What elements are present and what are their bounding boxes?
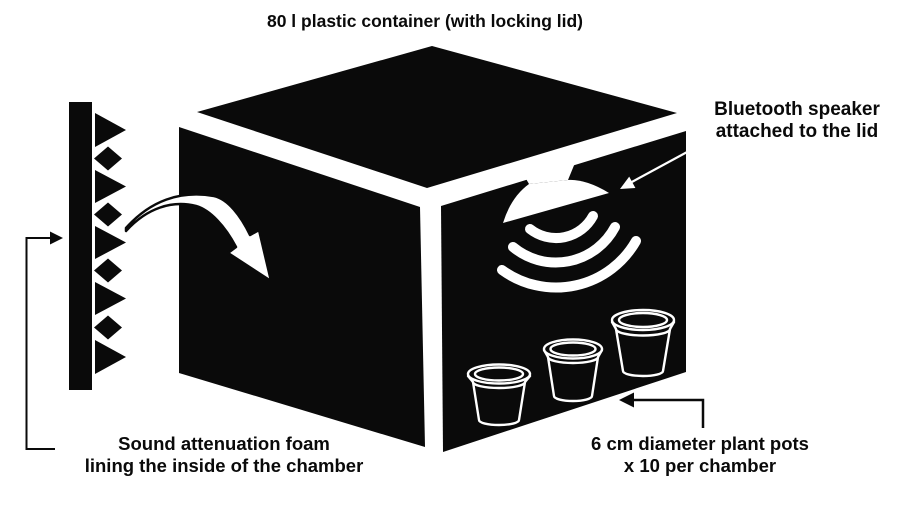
speaker-label-line1: Bluetooth speaker (714, 99, 880, 120)
speaker-label-line2: attached to the lid (715, 121, 879, 142)
diagram-title: 80 l plastic container (with locking lid… (267, 10, 583, 32)
speaker-mount-flange (517, 158, 577, 184)
foam-wedge (95, 226, 126, 259)
arrowhead-icon (50, 231, 63, 245)
foam-leader-arrow (25, 231, 63, 450)
foam-wedge (95, 113, 126, 147)
speaker-label: Bluetooth speaker attached to the lid (714, 99, 880, 143)
sound-wave-arc (508, 222, 620, 268)
foam-label-line2: lining the inside of the chamber (84, 455, 364, 476)
plant-pot (542, 338, 604, 403)
foam-diamond (94, 146, 122, 171)
container-lid (197, 46, 677, 188)
foam-label: Sound attenuation foam lining the inside… (85, 433, 364, 477)
plant-pot (466, 363, 532, 427)
insertion-arrow (124, 193, 273, 283)
plant-pots (466, 308, 676, 427)
sound-wave-arc (497, 236, 641, 293)
container-left-face (179, 127, 425, 447)
foam-panel (69, 102, 126, 390)
pots-label-line2: x 10 per chamber (623, 455, 777, 476)
speaker-horn (503, 179, 609, 223)
pots-label-line1: 6 cm diameter plant pots (591, 433, 809, 454)
foam-diamond (94, 258, 122, 283)
sound-wave-arc (525, 211, 598, 244)
plant-pot (610, 308, 676, 378)
arrowhead-icon (619, 392, 634, 408)
foam-diamond (94, 202, 122, 227)
speaker-icon (497, 158, 641, 293)
foam-wedge (95, 170, 126, 203)
foam-wedge (95, 340, 126, 374)
foam-wedge (95, 282, 126, 315)
speaker-leader-arrow (620, 150, 690, 189)
foam-diamond (94, 315, 122, 340)
foam-label-line1: Sound attenuation foam (118, 433, 330, 454)
foam-backing-bar (69, 102, 92, 390)
diagram-title-text: 80 l plastic container (with locking lid… (266, 11, 584, 31)
pots-leader-arrow (619, 392, 705, 428)
arrowhead-icon (620, 176, 636, 189)
pots-label: 6 cm diameter plant pots x 10 per chambe… (591, 433, 809, 477)
